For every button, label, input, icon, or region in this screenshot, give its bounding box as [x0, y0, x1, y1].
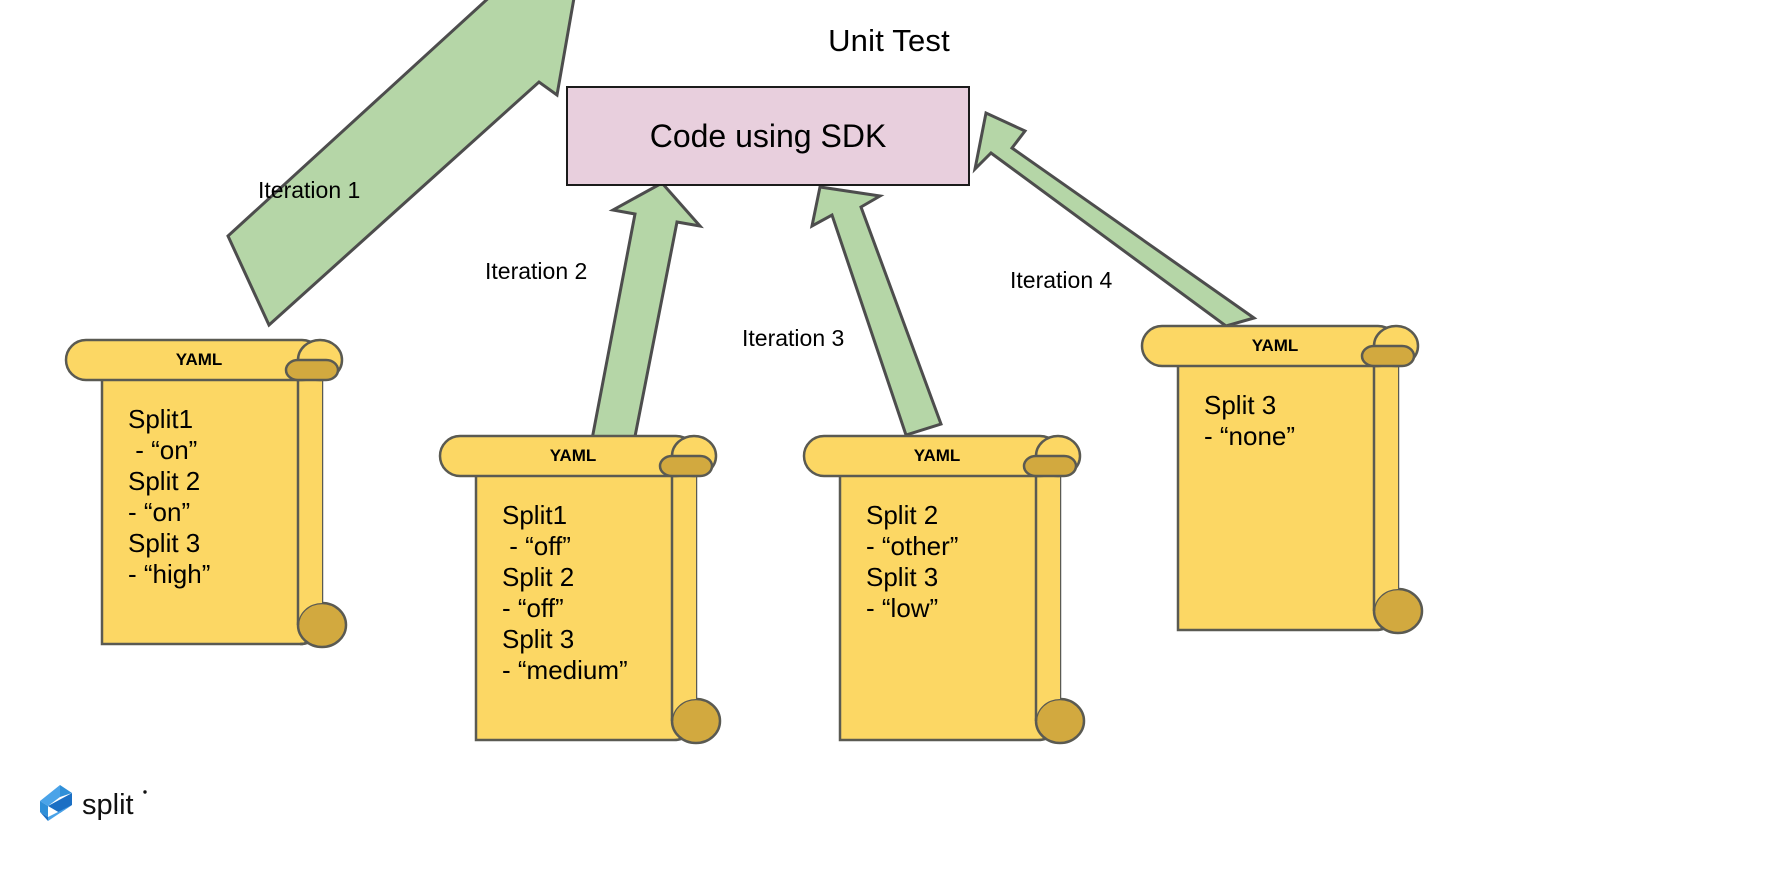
yaml-scroll-1-line-5: - “high”	[128, 559, 211, 589]
yaml-scroll-2-content: Split1 - “off”Split 2- “off”Split 3- “me…	[502, 500, 628, 686]
yaml-scroll-2[interactable]: YAML Split1 - “off”Split 2- “off”Split 3…	[438, 428, 730, 758]
yaml-scroll-4-line-0: Split 3	[1204, 390, 1277, 420]
yaml-scroll-2-line-5: - “medium”	[502, 655, 628, 685]
arrow-iteration-2	[587, 181, 704, 464]
split-logo-mark	[40, 785, 72, 821]
yaml-scroll-1-content: Split1 - “on”Split 2- “on”Split 3- “high…	[128, 404, 210, 590]
iteration-1-label: Iteration 1	[258, 177, 361, 203]
yaml-scroll-2-line-3: - “off”	[502, 593, 564, 623]
yaml-scroll-1-line-0: Split1	[128, 404, 194, 434]
yaml-scroll-2-line-2: Split 2	[502, 562, 575, 592]
split-logo-text: split	[82, 789, 134, 821]
yaml-scroll-4-content: Split 3- “none”	[1204, 390, 1295, 452]
iteration-4-label: Iteration 4	[1010, 267, 1113, 293]
diagram-title: Unit Test	[828, 23, 950, 58]
yaml-scroll-3-shape	[802, 434, 1086, 745]
yaml-scroll-2-line-4: Split 3	[502, 624, 575, 654]
iteration-2-label: Iteration 2	[485, 258, 588, 284]
yaml-scroll-1-shape	[64, 338, 348, 649]
yaml-scroll-3-title: YAML	[913, 446, 961, 465]
yaml-scroll-2-line-0: Split1	[502, 500, 568, 530]
yaml-scroll-2-shape	[438, 434, 722, 745]
yaml-scroll-4-line-1: - “none”	[1204, 421, 1296, 451]
yaml-scroll-1-line-3: - “on”	[128, 497, 191, 527]
yaml-scroll-1-line-2: Split 2	[128, 466, 201, 496]
yaml-scroll-4-shape	[1140, 324, 1424, 635]
yaml-scroll-3-line-3: - “low”	[866, 593, 939, 623]
split-logo: split	[32, 779, 152, 827]
yaml-scroll-2-line-1: - “off”	[502, 531, 571, 561]
yaml-scroll-3[interactable]: YAML Split 2- “other”Split 3- “low”	[802, 428, 1094, 758]
yaml-scroll-1-line-4: Split 3	[128, 528, 201, 558]
yaml-scroll-3-line-2: Split 3	[866, 562, 939, 592]
split-logo-svg: split	[40, 785, 147, 821]
code-using-sdk-label: Code using SDK	[649, 118, 887, 154]
yaml-scroll-1-title: YAML	[175, 350, 223, 369]
yaml-scroll-1[interactable]: YAML Split1 - “on”Split 2- “on”Split 3- …	[64, 332, 356, 662]
yaml-scroll-3-line-1: - “other”	[866, 531, 959, 561]
arrow-iteration-1	[226, 0, 576, 328]
yaml-scroll-4[interactable]: YAML Split 3- “none”	[1140, 318, 1432, 648]
yaml-scroll-3-content: Split 2- “other”Split 3- “low”	[866, 500, 958, 624]
iteration-3-label: Iteration 3	[742, 325, 845, 351]
yaml-scroll-3-line-0: Split 2	[866, 500, 939, 530]
arrow-iteration-3	[809, 185, 943, 437]
yaml-scroll-2-title: YAML	[549, 446, 597, 465]
yaml-scroll-4-title: YAML	[1251, 336, 1299, 355]
yaml-scroll-1-line-1: - “on”	[128, 435, 198, 465]
code-using-sdk-box[interactable]: Code using SDK	[566, 86, 970, 186]
arrow-iteration-4	[972, 110, 1258, 328]
split-logo-trademark	[143, 790, 147, 794]
